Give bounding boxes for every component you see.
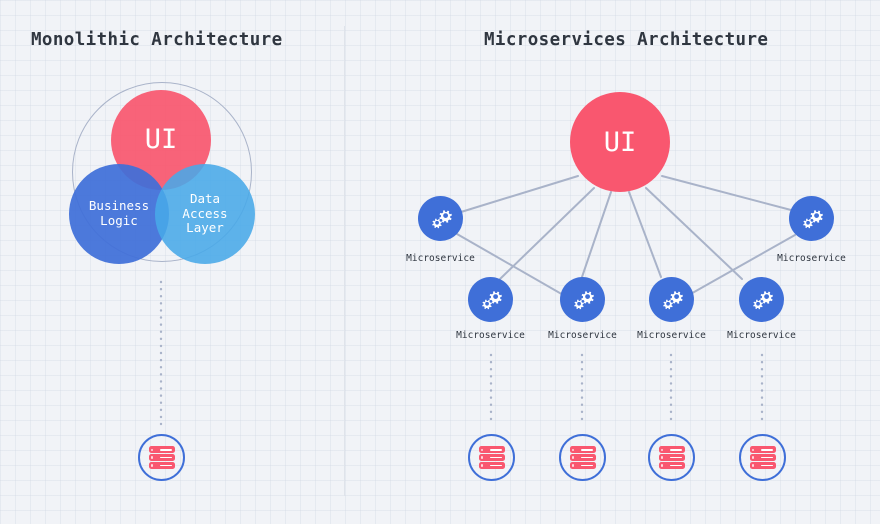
database-node-3 <box>648 434 695 481</box>
link-hub-to-ms-lower-2 <box>581 191 612 278</box>
microservice-label-upper-left: Microservice <box>406 253 475 264</box>
server-icon-bar <box>658 454 685 461</box>
gears-icon <box>802 209 823 228</box>
server-icon-bar <box>569 454 596 461</box>
gears-icon <box>752 290 773 309</box>
server-icon-bar <box>658 462 685 469</box>
venn-label-data-line1: Data <box>189 190 221 206</box>
microservice-label-lower-3: Microservice <box>637 330 706 341</box>
microservice-node-lower-2 <box>560 277 605 322</box>
database-node-monolith <box>138 434 185 481</box>
link-hub-to-ms-lower-3 <box>628 191 662 278</box>
server-icon-bar <box>749 462 776 469</box>
microservice-node-upper-right <box>789 196 834 241</box>
microservice-label-upper-right: Microservice <box>777 253 846 264</box>
microservice-label-lower-4: Microservice <box>727 330 796 341</box>
venn-label-business-line2: Logic <box>100 213 138 228</box>
link-ms-cross-left <box>456 233 573 301</box>
microservice-node-upper-left <box>418 196 463 241</box>
link-ms-cross-right <box>679 234 796 301</box>
microservice-node-lower-1 <box>468 277 513 322</box>
gears-icon <box>573 290 594 309</box>
server-icon-bar <box>569 446 596 453</box>
venn-label-business-line1: Business <box>88 198 150 214</box>
monolith-boundary-ring <box>72 82 252 262</box>
hub-label-ui: UI <box>603 126 637 158</box>
server-icon-bar <box>569 462 596 469</box>
server-icon-bar <box>148 462 175 469</box>
page-title-microservices: Microservices Architecture <box>484 30 769 50</box>
server-icon-bar <box>658 446 685 453</box>
database-node-4 <box>739 434 786 481</box>
link-hub-to-ms-lower-1 <box>499 187 595 280</box>
server-icon-bar <box>148 446 175 453</box>
microservice-node-lower-3 <box>649 277 694 322</box>
link-hub-to-ms-upper-left <box>460 175 579 213</box>
server-icon-bar <box>148 454 175 461</box>
gears-icon <box>662 290 683 309</box>
server-icon-bar <box>478 446 505 453</box>
link-hub-to-ms-upper-right <box>661 175 792 211</box>
panel-divider <box>344 26 345 496</box>
venn-circle-business-logic: Business Logic <box>69 164 169 264</box>
hub-node-ui: UI <box>570 92 670 192</box>
database-node-2 <box>559 434 606 481</box>
venn-label-ui: UI <box>144 124 178 156</box>
venn-label-data-line3: Layer <box>186 220 224 236</box>
server-icon-bar <box>478 454 505 461</box>
venn-circle-data-access-layer: Data Access Layer <box>155 164 255 264</box>
microservice-label-lower-2: Microservice <box>548 330 617 341</box>
microservice-node-lower-4 <box>739 277 784 322</box>
venn-label-data-line2: Access <box>182 205 228 221</box>
gears-icon <box>431 209 452 228</box>
link-hub-to-ms-lower-4 <box>645 187 743 280</box>
database-node-1 <box>468 434 515 481</box>
server-icon-bar <box>478 462 505 469</box>
server-icon-bar <box>749 454 776 461</box>
microservice-label-lower-1: Microservice <box>456 330 525 341</box>
page-title-monolithic: Monolithic Architecture <box>31 30 283 50</box>
server-icon-bar <box>749 446 776 453</box>
gears-icon <box>481 290 502 309</box>
